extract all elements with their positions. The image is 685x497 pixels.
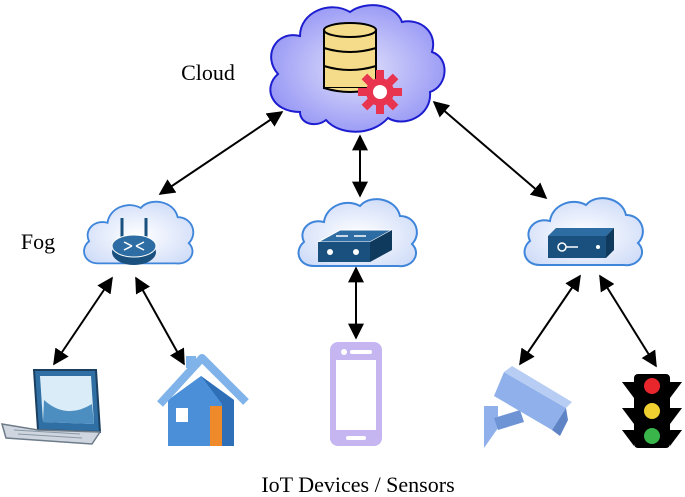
link-cloud-fog-right	[432, 100, 548, 200]
house-icon	[157, 354, 249, 446]
switch-icon	[317, 229, 393, 262]
link-fog-camera	[519, 274, 581, 366]
traffic-light-icon	[622, 374, 682, 448]
fog-node-center	[297, 198, 418, 268]
fog-label: Fog	[21, 229, 55, 254]
fog-device-links	[53, 266, 657, 368]
cloud-label: Cloud	[181, 60, 235, 85]
database-gear-icon	[323, 22, 402, 114]
link-fog-traffic-light	[599, 274, 657, 368]
security-camera-icon	[484, 366, 572, 448]
router-icon	[111, 218, 157, 265]
link-fog-house	[135, 276, 185, 366]
gateway-icon	[548, 228, 614, 258]
fog-node-right	[523, 197, 644, 267]
link-cloud-fog-left	[158, 111, 284, 195]
link-fog-laptop	[53, 276, 113, 366]
cloud-fog-links	[158, 100, 548, 200]
laptop-icon	[0, 369, 102, 445]
smartphone-icon	[330, 342, 382, 446]
cloud-node	[269, 4, 446, 133]
fog-node-left	[83, 200, 195, 265]
devices-label: IoT Devices / Sensors	[261, 472, 454, 497]
